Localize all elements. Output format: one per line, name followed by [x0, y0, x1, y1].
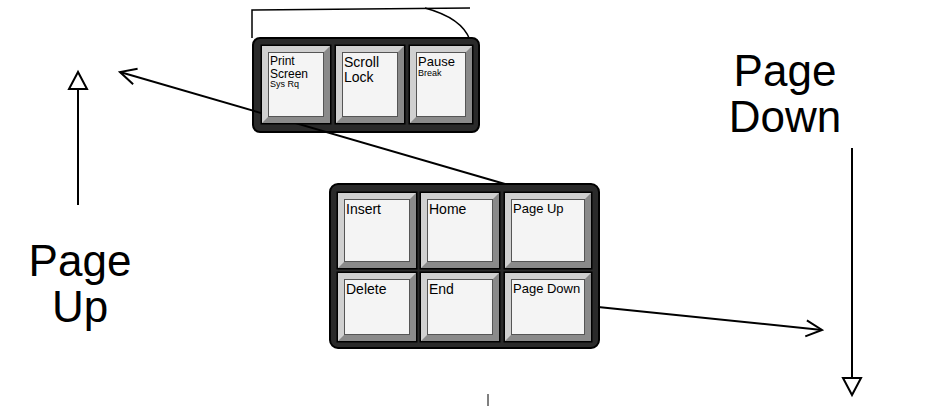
key-sublabel: Break — [418, 69, 464, 78]
key-sublabel: Sys Rq — [270, 80, 322, 89]
frame-curve — [425, 8, 470, 40]
down-arrow-shaft — [851, 148, 853, 378]
key-label: Pause — [418, 55, 464, 69]
key-label: Delete — [346, 282, 408, 297]
keyboard-key: Insert — [338, 193, 416, 268]
key-label: Scroll Lock — [344, 55, 396, 84]
keyboard-key: End — [421, 273, 499, 341]
keyboard-key: Page Up — [505, 193, 591, 268]
up-arrow-shaft — [77, 88, 79, 205]
down-arrow-head — [843, 378, 861, 395]
arrow-caption: Page Up — [20, 238, 140, 330]
keyboard-key: PauseBreak — [410, 46, 472, 123]
key-label: End — [429, 282, 491, 297]
keyboard-key: Delete — [338, 273, 416, 341]
arrow-caption: Page Down — [695, 48, 875, 140]
up-arrow-head — [69, 72, 87, 89]
key-label: Page Down — [513, 282, 583, 296]
key-label: Home — [429, 202, 491, 217]
keyboard-key: Home — [421, 193, 499, 268]
keyboard-key: Scroll Lock — [336, 46, 404, 123]
key-label: Insert — [346, 202, 408, 217]
key-label: Print Screen — [270, 55, 322, 80]
key-cluster-frame — [330, 184, 599, 348]
key-cluster-frame — [253, 38, 479, 132]
keyboard-key: Page Down — [505, 273, 591, 341]
leader-arrow — [598, 307, 822, 330]
key-label: Page Up — [513, 202, 583, 216]
tick-mark — [488, 394, 489, 406]
keyboard-key: Print ScreenSys Rq — [262, 46, 330, 123]
